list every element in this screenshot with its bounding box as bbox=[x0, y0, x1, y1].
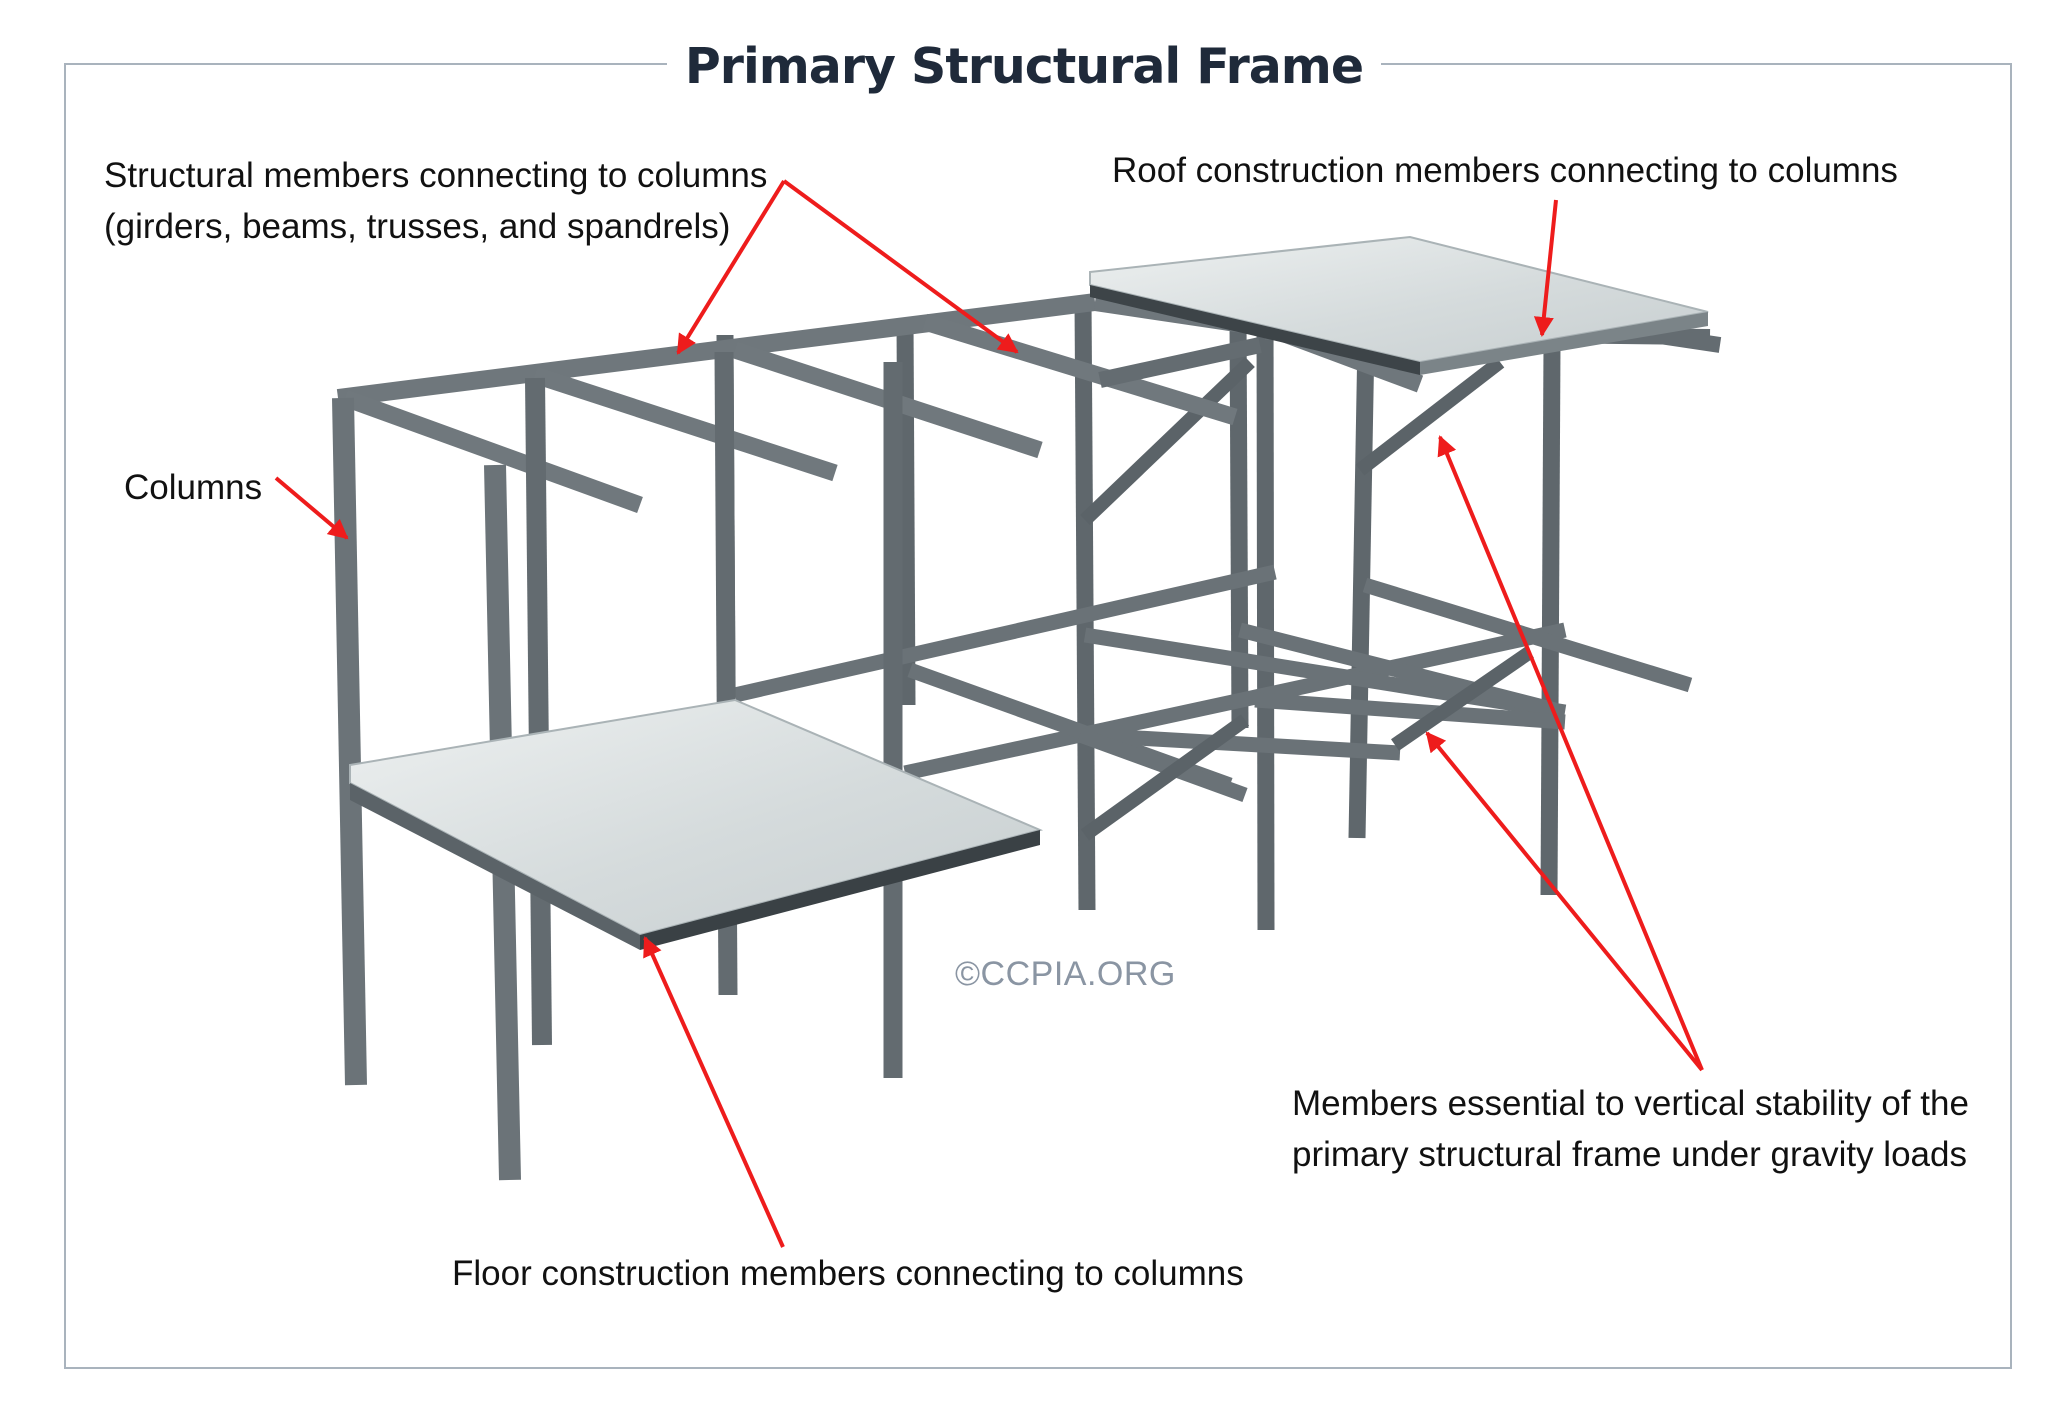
label-structural-members-line2: (girders, beams, trusses, and spandrels) bbox=[104, 207, 731, 246]
label-vertical-stability-line2: primary structural frame under gravity l… bbox=[1292, 1135, 1967, 1174]
rear-floor-beams bbox=[733, 564, 1693, 803]
label-vertical-stability-line1: Members essential to vertical stability … bbox=[1292, 1084, 1969, 1123]
diagonal-bracing bbox=[1080, 356, 1534, 841]
label-columns: Columns bbox=[124, 468, 263, 507]
floor-deck bbox=[349, 698, 1044, 950]
callout-arrows bbox=[274, 179, 1704, 1248]
label-roof-construction: Roof construction members connecting to … bbox=[1112, 151, 1898, 190]
label-structural-members-line1: Structural members connecting to columns bbox=[104, 156, 768, 195]
label-floor-construction: Floor construction members connecting to… bbox=[452, 1254, 1244, 1293]
label-vertical-stability: Members essential to vertical stability … bbox=[1292, 1078, 1969, 1180]
watermark: ©CCPIA.ORG bbox=[955, 955, 1176, 993]
label-structural-members: Structural members connecting to columns… bbox=[104, 150, 767, 252]
